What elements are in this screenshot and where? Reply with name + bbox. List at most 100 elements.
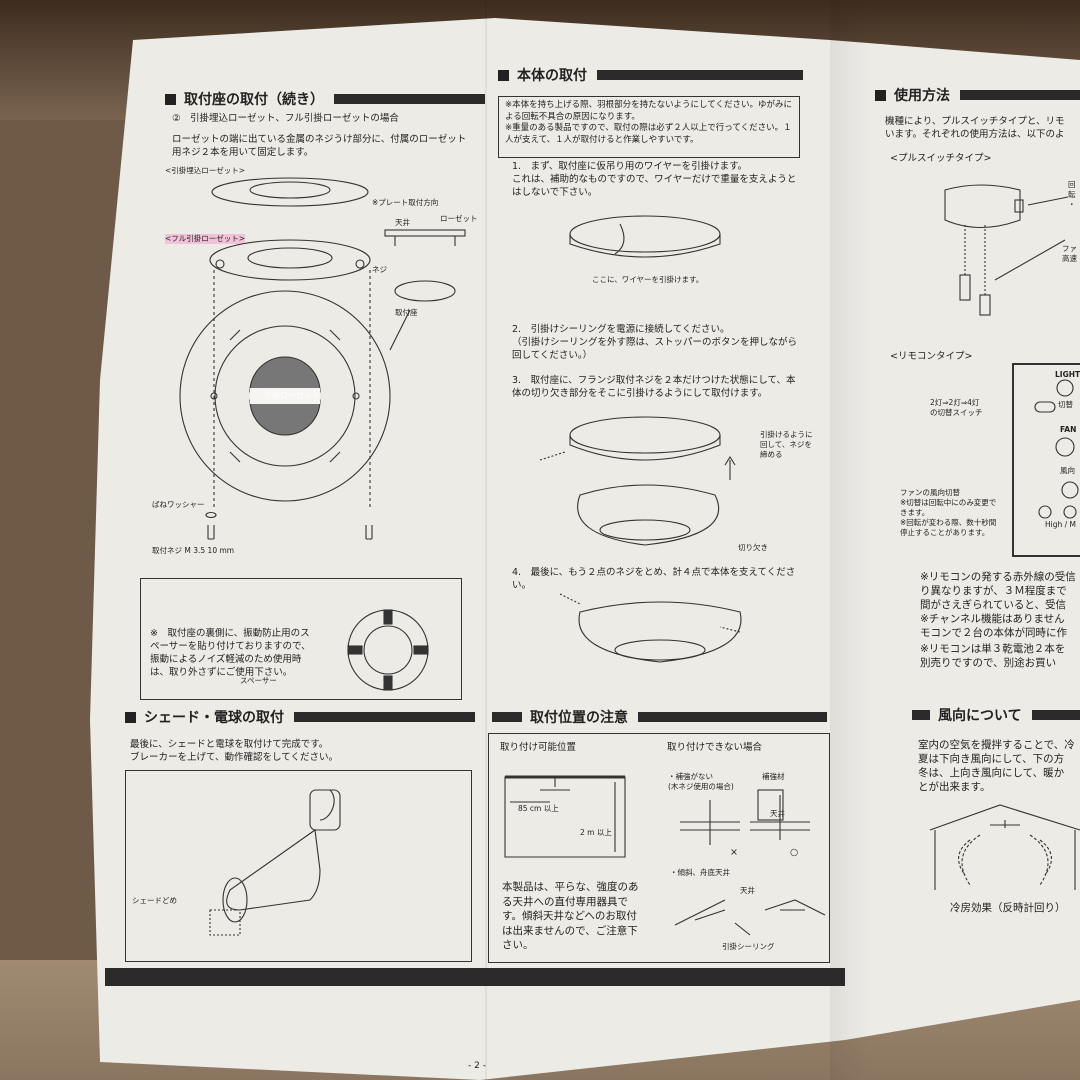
section-header-position: 取付位置の注意	[492, 706, 827, 728]
label-screw: ネジ	[372, 265, 387, 274]
step-2-text: 2. 引掛けシーリングを電源に接続してください。 （引掛けシーリングを外す際は、…	[512, 324, 798, 361]
header-square-icon	[165, 93, 176, 105]
label-impossible-position: 取り付けできない場合	[667, 742, 763, 753]
label-ceiling-sealing: 引掛シーリング	[722, 942, 775, 951]
section-header-shade: シェード・電球の取付	[125, 706, 475, 728]
remote-switch-button-label: 切替	[1058, 400, 1073, 409]
label-light-switch: 2灯⇒2灯⇒4灯 の切替スイッチ	[930, 398, 983, 417]
section-title: 使用方法	[894, 85, 956, 105]
step-2-text: ② 引掛埋込ローゼット、フル引掛ローゼットの場合	[172, 113, 399, 124]
position-box	[488, 733, 830, 963]
section-header-usage: 使用方法	[875, 84, 1080, 106]
spacer-note-text: ※ 取付座の裏側に、振動防止用のスペーサーを貼り付けておりますので、振動によるノ…	[150, 628, 311, 678]
wind-description: 室内の空気を攪拌することで、冷 夏は下向き風向にして、下の方 冬は、上向き風向に…	[918, 739, 1075, 793]
label-no-reinforcement: ・補強がない (木ネジ使用の場合)	[668, 772, 734, 791]
header-square-icon	[125, 711, 136, 723]
header-bar	[960, 90, 1080, 100]
section-header-mount-base: 取付座の取付（続き）	[165, 88, 485, 110]
label-dimension-85: 85 cm 以上	[518, 804, 559, 813]
label-spring-washer: ばねワッシャー	[152, 500, 205, 509]
remote-control	[1012, 363, 1080, 557]
remote-light-label: LIGHT	[1055, 370, 1080, 379]
step-1-text: 1. まず、取付座に仮吊り用のワイヤーを引掛けます。 これは、補助的なものですの…	[512, 161, 797, 198]
label-spacer: スペーサー	[240, 676, 277, 685]
label-remote-type: <リモコンタイプ>	[890, 351, 973, 362]
position-diagram	[504, 775, 626, 858]
label-notch: 切り欠き	[738, 543, 768, 552]
label-sloped-ceiling: ・傾斜、舟底天井	[670, 868, 730, 877]
header-square-icon	[875, 89, 886, 101]
label-mount-screw: 取付ネジ M 3.5 10 mm	[152, 546, 235, 555]
flange-mount-diagram	[539, 416, 736, 546]
section-title: シェード・電球の取付	[144, 707, 290, 727]
bottom-bar	[105, 968, 845, 986]
pull-switch-diagram	[944, 184, 1069, 316]
slope-diagram	[674, 899, 826, 936]
step-3-text: 3. 取付座に、フランジ取付ネジを２本だけつけた状態にして、本体の切り欠き部分を…	[512, 375, 796, 399]
label-pull-switch-type: <プルスイッチタイプ>	[890, 153, 992, 164]
label-wire: ここに、ワイヤーを引掛けます。	[592, 275, 704, 284]
shade-description: 最後に、シェードと電球を取付けて完成です。 ブレーカーを上げて、動作確認をしてく…	[130, 739, 338, 763]
wind-caption: 冷房効果（反時計回り）	[950, 902, 1066, 914]
section-title: 本体の取付	[517, 65, 593, 85]
label-umekomi-rosette: <引掛埋込ローゼット>	[165, 166, 246, 175]
label-shade-stop: シェードどめ	[132, 896, 177, 905]
paper-fold	[485, 0, 487, 1080]
label-possible-position: 取り付け可能位置	[500, 742, 577, 753]
section-header-main-body: 本体の取付	[498, 64, 803, 86]
page-number: - 2 -	[468, 1061, 486, 1071]
shade-diagram-box	[125, 770, 472, 962]
rosette-diagram	[179, 177, 466, 540]
header-bar	[294, 712, 475, 722]
label-wind-switch: ファンの風向切替 ※切替は回転中にのみ変更で きます。 ※回転が変わる際、数十秒…	[900, 488, 997, 537]
label-mount-base: 取付座	[395, 308, 418, 317]
label-fan-speed: ファ 高速	[1062, 244, 1077, 263]
header-bar	[1031, 710, 1080, 720]
mark-allowed: ○	[790, 847, 799, 858]
remote-fan-label: FAN	[1060, 425, 1077, 434]
warning-text: ※本体を持ち上げる際、羽根部分を持たないようにしてください。ゆがみによる回転不具…	[505, 100, 792, 145]
remote-note-3: ※リモコンは単３乾電池２本を 別売りですので、別途お買い	[920, 643, 1066, 669]
section-title: 取付位置の注意	[530, 707, 634, 727]
remote-wind-label: 風向	[1060, 466, 1075, 475]
header-bar-left	[912, 710, 930, 720]
final-mount-diagram	[559, 593, 742, 663]
label-full-rosette: <フル引掛ローゼット>	[165, 234, 246, 244]
mark-not-allowed: ×	[730, 847, 738, 858]
remote-buttons	[1034, 379, 1079, 519]
header-bar	[638, 712, 827, 722]
label-ceiling-2: 天井	[740, 886, 755, 895]
reinforcement-diagram	[680, 789, 810, 845]
label-reinforcement: 補強材	[762, 772, 785, 781]
section-title: 取付座の取付（続き）	[184, 89, 330, 109]
header-square-icon	[498, 69, 509, 81]
spacer-diagram	[347, 609, 429, 691]
label-ceiling-1: 天井	[770, 809, 785, 818]
section-header-wind: 風向について	[912, 704, 1080, 726]
shade-bulb-diagram	[209, 789, 341, 936]
wind-diagram	[929, 804, 1080, 890]
label-center-rosette: 引掛ローゼット	[264, 391, 320, 400]
label-plate-direction: ※プレート取付方向	[372, 198, 439, 207]
remote-note-1: ※リモコンの発する赤外線の受信 り異なりますが、３Ｍ程度まで 間がさえぎられてい…	[920, 571, 1076, 611]
label-dimension-2m: 2 m 以上	[580, 828, 612, 837]
header-bar	[334, 94, 485, 104]
paper-fold-shadow	[830, 0, 870, 1080]
warning-box	[498, 96, 800, 158]
position-note: 本製品は、平らな、強度のある天井への直付専用器具です。傾斜天井などへのお取付は出…	[502, 881, 639, 951]
header-bar	[597, 70, 803, 80]
remote-speed-label: High / M	[1045, 520, 1077, 529]
section-title: 風向について	[938, 705, 1028, 725]
header-bar-left	[492, 712, 522, 722]
label-rosette: ローゼット	[440, 214, 478, 223]
label-hook-rotate: 引掛けるように 回して、ネジを 締める	[760, 430, 813, 459]
label-ceiling: 天井	[395, 218, 410, 227]
remote-note-2: ※チャンネル機能はありません モコンで２台の本体が同時に作	[920, 613, 1067, 639]
step-2-description: ローゼットの端に出ている金属のネジうけ部分に、付属のローゼット用ネジ２本を用いて…	[172, 134, 467, 158]
wire-diagram	[569, 215, 721, 258]
step-4-text: 4. 最後に、もう２点のネジをとめ、計４点で本体を支えてください。	[512, 567, 796, 591]
spacer-note-box	[140, 578, 462, 700]
usage-description: 機種により、プルスイッチタイプと、リモ います。それぞれの使用方法は、以下のよ	[885, 116, 1065, 140]
label-rotation: 回転 ・	[1068, 180, 1076, 209]
